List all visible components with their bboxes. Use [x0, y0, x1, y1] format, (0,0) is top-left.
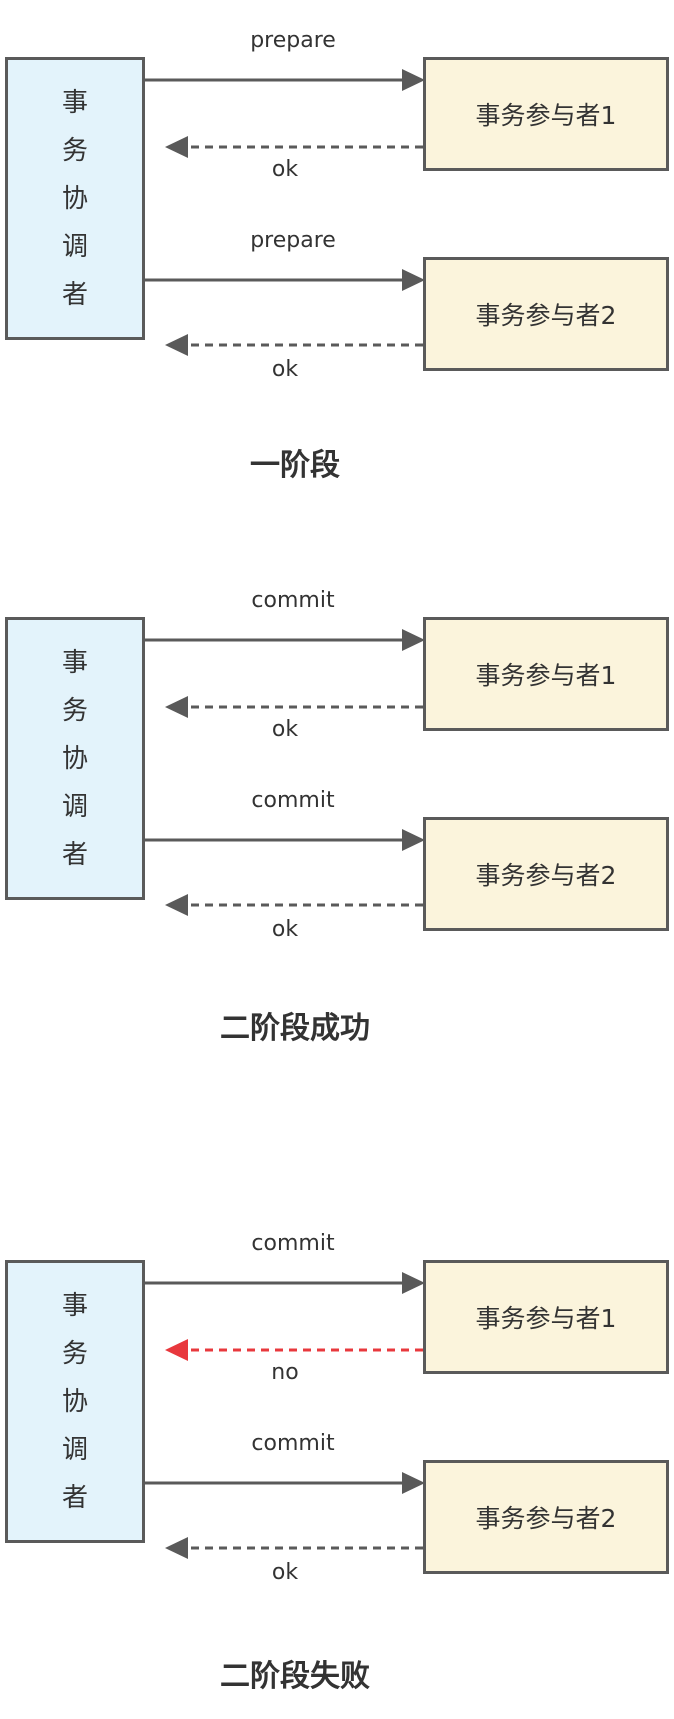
- response-label: ok: [271, 1560, 299, 1585]
- request-arrowhead: [402, 629, 425, 651]
- coordinator-label-char: 者: [61, 279, 88, 310]
- coordinator-label-char: 者: [61, 1482, 88, 1513]
- response-arrowhead: [165, 136, 188, 158]
- coordinator-label-char: 事: [61, 87, 88, 118]
- request-label: prepare: [250, 228, 336, 253]
- coordinator-label-char: 调: [61, 231, 88, 262]
- phase-title: 二阶段成功: [220, 1011, 370, 1046]
- request-arrowhead: [402, 1272, 425, 1294]
- request-arrowhead: [402, 269, 425, 291]
- coordinator-label-char: 务: [61, 135, 88, 166]
- participant-1-box: 事务参与者1: [423, 617, 669, 731]
- participant-2-box: 事务参与者2: [423, 817, 669, 931]
- participant-1-box: 事务参与者1: [423, 57, 669, 171]
- coordinator-label-char: 调: [61, 1434, 88, 1465]
- phase-title: 一阶段: [250, 448, 340, 483]
- request-label: commit: [251, 588, 335, 613]
- response-label: ok: [271, 157, 299, 182]
- response-label: ok: [271, 357, 299, 382]
- response-arrowhead: [165, 1537, 188, 1559]
- request-label: commit: [251, 1231, 335, 1256]
- arrows-layer: [145, 629, 425, 916]
- participant-1-box: 事务参与者1: [423, 1260, 669, 1374]
- coordinator-label-char: 务: [61, 695, 88, 726]
- coordinator-label-char: 事: [61, 1290, 88, 1321]
- response-label: ok: [271, 917, 299, 942]
- request-arrowhead: [402, 69, 425, 91]
- response-arrowhead: [165, 334, 188, 356]
- coordinator-label-char: 事: [61, 647, 88, 678]
- failed-response-arrowhead: [165, 1339, 188, 1361]
- response-label: no: [271, 1360, 299, 1385]
- arrows-layer: [145, 1272, 425, 1559]
- response-arrowhead: [165, 696, 188, 718]
- coordinator-label-char: 协: [61, 1386, 88, 1417]
- response-arrowhead: [165, 894, 188, 916]
- transaction-coordinator-box: 事 务 协 调 者: [5, 617, 145, 900]
- request-label: commit: [251, 788, 335, 813]
- phase-title: 二阶段失败: [220, 1659, 370, 1694]
- request-arrowhead: [402, 829, 425, 851]
- phase-one-diagram: 事 务 协 调 者 事务参与者1 事务参与者2 prepare ok prepa…: [0, 0, 674, 483]
- arrows-layer: [145, 69, 425, 356]
- transaction-coordinator-box: 事 务 协 调 者: [5, 57, 145, 340]
- coordinator-label-char: 者: [61, 839, 88, 870]
- coordinator-label-char: 协: [61, 183, 88, 214]
- coordinator-label-char: 协: [61, 743, 88, 774]
- request-label: commit: [251, 1431, 335, 1456]
- transaction-coordinator-box: 事 务 协 调 者: [5, 1260, 145, 1543]
- participant-2-box: 事务参与者2: [423, 257, 669, 371]
- request-label: prepare: [250, 28, 336, 53]
- participant-2-box: 事务参与者2: [423, 1460, 669, 1574]
- coordinator-label-char: 务: [61, 1338, 88, 1369]
- request-arrowhead: [402, 1472, 425, 1494]
- phase-two-failure-diagram: 事 务 协 调 者 事务参与者1 事务参与者2 commit no commit…: [0, 1203, 674, 1694]
- response-label: ok: [271, 717, 299, 742]
- phase-two-success-diagram: 事 务 协 调 者 事务参与者1 事务参与者2 commit ok commit…: [0, 560, 674, 1046]
- coordinator-label-char: 调: [61, 791, 88, 822]
